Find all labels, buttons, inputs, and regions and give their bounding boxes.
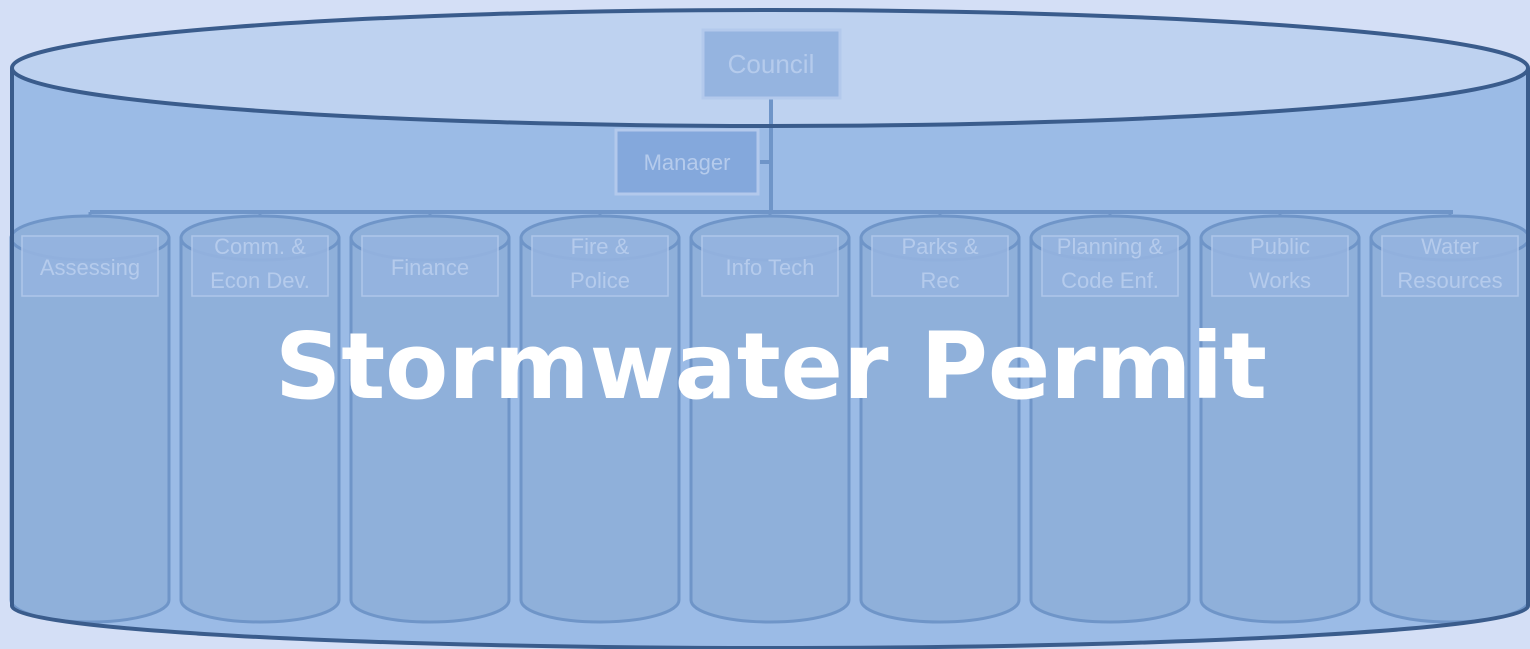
department-box — [531, 235, 669, 297]
department-label-line2: Code Enf. — [1061, 268, 1159, 293]
department-box — [21, 235, 159, 297]
department-label-line1: Finance — [391, 255, 469, 280]
department-label-line1: Assessing — [40, 255, 140, 280]
department-silo: Planning & Code Enf. — [1029, 212, 1191, 624]
department-label-line1: Info Tech — [726, 255, 815, 280]
drum-outline — [10, 68, 1530, 649]
department-label-line1: Comm. & — [214, 234, 306, 259]
department-label-line1: Water — [1421, 234, 1479, 259]
department-label-line2: Police — [570, 268, 630, 293]
drum-top-outline — [10, 8, 1530, 128]
silo-body — [349, 236, 511, 624]
department-label-line1: Fire & — [571, 234, 630, 259]
department-silo: Parks & Rec — [859, 212, 1021, 624]
department-box — [1381, 235, 1519, 297]
department-box — [361, 235, 499, 297]
silo-body — [1369, 236, 1530, 624]
department-box — [1041, 235, 1179, 297]
department-label-line1: Parks & — [901, 234, 978, 259]
department-label-line1: Planning & — [1057, 234, 1164, 259]
department-silo: Assessing — [9, 212, 171, 624]
diagram-title: Stormwater Permit — [275, 313, 1267, 420]
department-silo: Finance — [349, 212, 511, 624]
department-box — [1211, 235, 1349, 297]
department-box — [871, 235, 1009, 297]
department-label-line1: Public — [1250, 234, 1310, 259]
manager-box: Manager — [614, 128, 760, 196]
department-silo: Fire & Police — [519, 212, 681, 624]
silo-body — [1029, 236, 1191, 624]
department-label-line2: Works — [1249, 268, 1311, 293]
silo-body — [519, 236, 681, 624]
department-box — [701, 235, 839, 297]
silo-body — [859, 236, 1021, 624]
manager-label: Manager — [644, 150, 731, 175]
department-label-line2: Resources — [1397, 268, 1502, 293]
department-label-line2: Rec — [920, 268, 959, 293]
council-box: Council — [701, 28, 842, 100]
department-silo: Comm. & Econ Dev. — [179, 212, 341, 624]
silo-body — [179, 236, 341, 624]
silo-body — [689, 236, 851, 624]
silo-body — [9, 236, 171, 624]
department-label-line2: Econ Dev. — [210, 268, 310, 293]
silo-body — [1199, 236, 1361, 624]
council-label: Council — [728, 49, 815, 79]
department-box — [191, 235, 329, 297]
department-silo: Info Tech — [689, 212, 851, 624]
